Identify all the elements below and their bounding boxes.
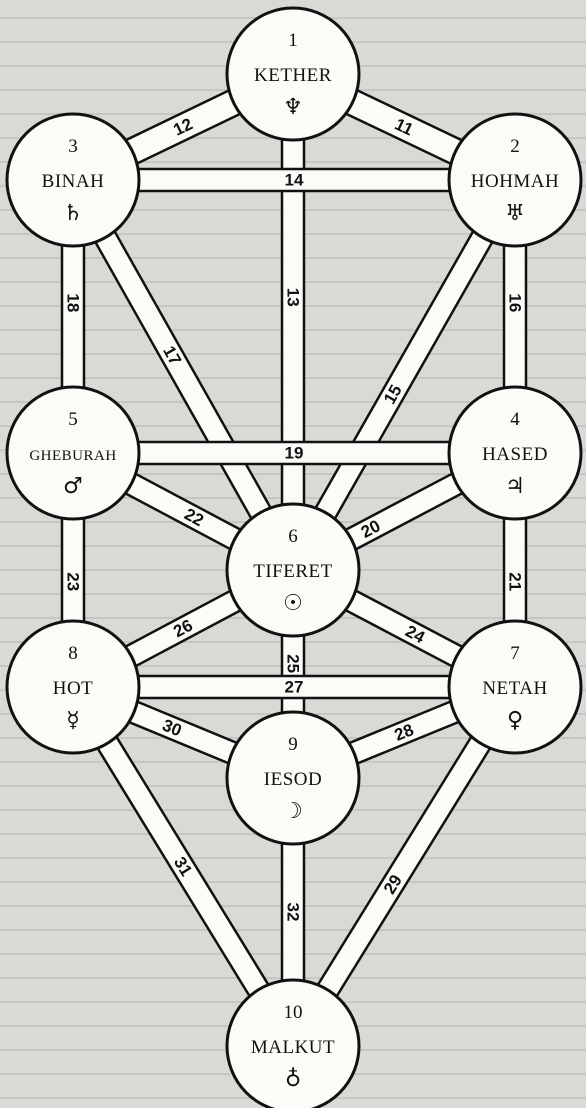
sephira-circle <box>447 385 583 521</box>
sephira-number: 6 <box>288 526 298 547</box>
sephira-circle <box>5 112 141 248</box>
sephira-circle <box>5 619 141 755</box>
sephira-circle <box>5 385 141 521</box>
sephira-circle <box>447 112 583 248</box>
sephira-name: KETHER <box>254 65 332 86</box>
sephira-number: 8 <box>68 643 78 664</box>
sephira-name: TIFERET <box>253 561 333 582</box>
path-label: 13 <box>284 288 303 307</box>
sephira-number: 1 <box>288 30 298 51</box>
sun-icon: ☉ <box>283 591 303 616</box>
mars-icon: ♂ <box>63 474 83 499</box>
moon-icon: ☽ <box>283 799 303 824</box>
jupiter-icon: ♃ <box>505 474 525 499</box>
sephira-number: 5 <box>68 409 78 430</box>
sephira-circle <box>225 502 361 638</box>
path-label: 27 <box>285 678 304 697</box>
sephira-name: HOHMAH <box>471 171 560 192</box>
earth-icon: ♁ <box>285 1067 301 1092</box>
saturn-icon: ♄ <box>63 201 83 226</box>
sephira-number: 10 <box>284 1002 303 1023</box>
sephira-name: BINAH <box>42 171 105 192</box>
path-band <box>280 72 306 572</box>
sephira-circle <box>225 710 361 846</box>
path-label: 25 <box>284 654 303 673</box>
sephira-name: IESOD <box>264 769 322 790</box>
sephira-circle <box>447 619 583 755</box>
path-label: 23 <box>64 572 83 591</box>
path-label: 18 <box>64 293 83 312</box>
mercury-icon: ☿ <box>66 708 80 733</box>
sephira-circle <box>225 6 361 142</box>
neptune-icon: ♆ <box>283 95 303 120</box>
sephira-name: NETAH <box>482 678 547 699</box>
path-label: 21 <box>506 572 525 591</box>
sephira-name: MALKUT <box>251 1037 335 1058</box>
path-label: 16 <box>506 293 525 312</box>
sephira-circle <box>225 978 361 1108</box>
path-13: 13 <box>280 72 306 572</box>
sephira-name: GHEBURAH <box>29 448 116 464</box>
sephira-number: 4 <box>510 409 520 430</box>
uranus-icon: ♅ <box>505 201 525 226</box>
path-label: 32 <box>284 903 303 922</box>
path-label: 14 <box>285 171 304 190</box>
sephira-name: HASED <box>482 444 548 465</box>
venus-icon: ♀ <box>507 708 523 733</box>
sephira-name: HOT <box>53 678 94 699</box>
sephira-number: 7 <box>510 643 520 664</box>
sephira-number: 3 <box>68 136 78 157</box>
path-label: 19 <box>285 444 304 463</box>
sephira-number: 2 <box>510 136 520 157</box>
sephira-number: 9 <box>288 734 298 755</box>
